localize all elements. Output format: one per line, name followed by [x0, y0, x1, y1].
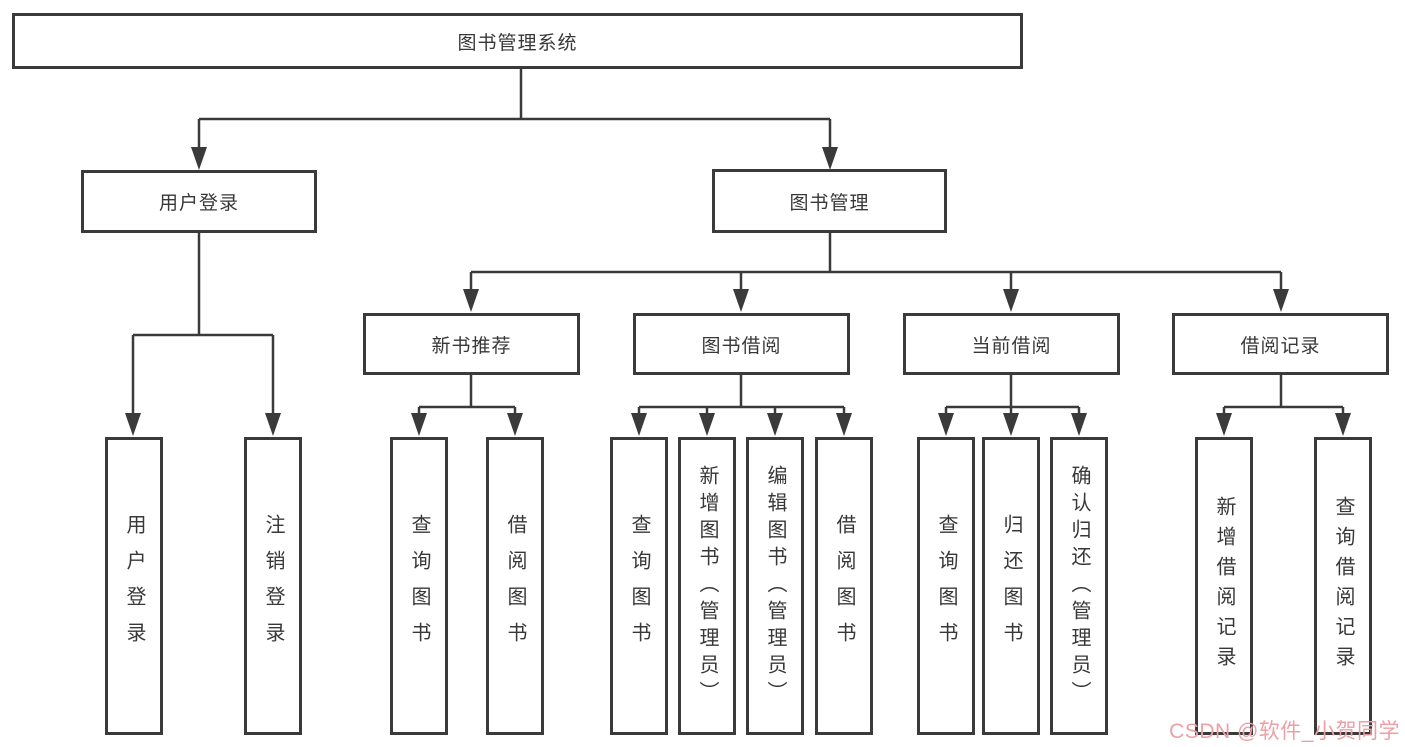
- node-borrowing-records: 借阅记录: [1172, 313, 1389, 375]
- node-book-management: 图书管理: [712, 169, 947, 233]
- leaf-query-books-2: 查询图书: [610, 437, 668, 735]
- leaf-label: 借阅图书: [833, 514, 855, 658]
- leaf-label: 查询图书: [935, 514, 957, 658]
- leaf-confirm-return-admin: 确认归还（管理员）: [1050, 437, 1108, 735]
- leaf-add-borrow-record: 新增借阅记录: [1195, 437, 1253, 735]
- node-new-book-recommend: 新书推荐: [363, 313, 580, 375]
- leaf-query-books-1: 查询图书: [390, 437, 448, 735]
- leaf-borrow-books-1: 借阅图书: [486, 437, 544, 735]
- leaf-label: 归还图书: [1000, 514, 1022, 658]
- csdn-watermark: CSDN @软件_小贺同学: [1169, 720, 1400, 743]
- leaf-user-login: 用户登录: [105, 437, 163, 735]
- leaf-label: 用户登录: [123, 514, 145, 658]
- leaf-label: 新增借阅记录: [1213, 496, 1235, 676]
- leaf-label: 借阅图书: [504, 514, 526, 658]
- node-system-root: 图书管理系统: [12, 13, 1023, 69]
- leaf-return-books: 归还图书: [982, 437, 1040, 735]
- leaf-query-books-3: 查询图书: [917, 437, 975, 735]
- leaf-label: 查询图书: [628, 514, 650, 658]
- leaf-edit-books-admin: 编辑图书（管理员）: [746, 437, 804, 735]
- leaf-label: 查询借阅记录: [1332, 496, 1354, 676]
- node-book-borrowing: 图书借阅: [633, 313, 850, 375]
- leaf-label: 注销登录: [262, 514, 284, 658]
- leaf-query-borrow-record: 查询借阅记录: [1314, 437, 1372, 735]
- leaf-logout: 注销登录: [244, 437, 302, 735]
- leaf-add-books-admin: 新增图书（管理员）: [678, 437, 736, 735]
- node-user-login: 用户登录: [81, 170, 317, 233]
- leaf-label: 编辑图书（管理员）: [764, 464, 786, 708]
- node-current-borrowing: 当前借阅: [903, 313, 1120, 375]
- leaf-label: 查询图书: [408, 514, 430, 658]
- leaf-label: 新增图书（管理员）: [696, 464, 718, 708]
- leaf-borrow-books-2: 借阅图书: [815, 437, 873, 735]
- leaf-label: 确认归还（管理员）: [1068, 464, 1090, 708]
